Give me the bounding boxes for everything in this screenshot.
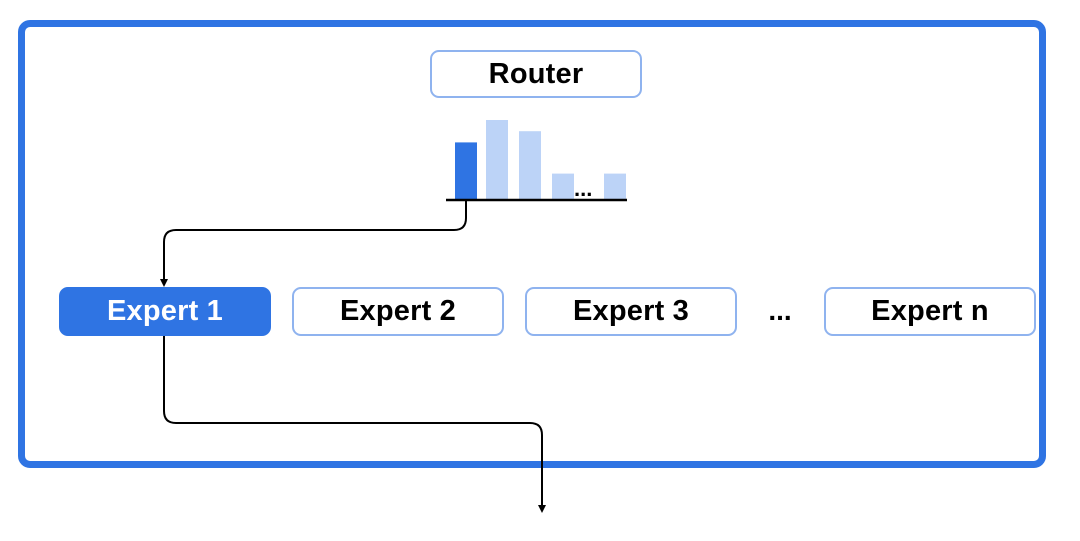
router-bar-1 (455, 142, 477, 200)
router-bar-4 (552, 173, 574, 200)
router-distribution-chart (455, 120, 626, 200)
output-arrow (163, 336, 546, 513)
expert-n-box: Expert n (824, 287, 1036, 336)
experts-ellipsis: ... (768, 295, 792, 326)
expert-1-box: Expert 1 (59, 287, 271, 336)
router-box: Router (430, 50, 642, 98)
router-bar-2 (486, 120, 508, 200)
expert-2-box: Expert 2 (292, 287, 504, 336)
route-arrow-to-expert-1 (160, 201, 467, 287)
router-bar-3 (519, 131, 541, 200)
router-bar-5 (604, 173, 626, 200)
expert-3-box: Expert 3 (525, 287, 737, 336)
bar-continuation-ellipsis: ... (574, 176, 592, 201)
